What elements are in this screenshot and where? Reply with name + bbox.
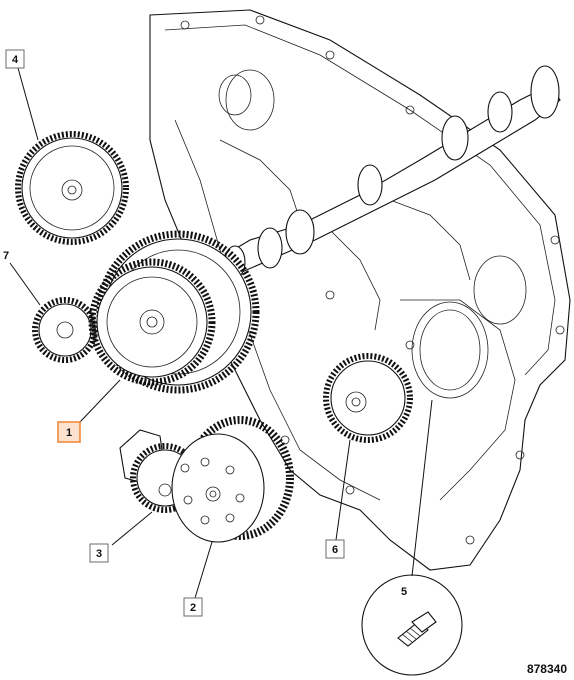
camshaft (224, 65, 561, 279)
svg-text:3: 3 (96, 548, 102, 560)
svg-text:4: 4 (12, 54, 19, 66)
callout-4: 4 (5, 49, 25, 69)
callout-2: 2 (183, 597, 203, 617)
callout-6: 6 (325, 539, 345, 559)
callout-3: 3 (89, 543, 109, 563)
leader-lines (9, 67, 433, 599)
gear-4-large-upper (15, 131, 129, 245)
drawing-id: 878340 (527, 662, 567, 676)
gear-1-main-timing (88, 258, 216, 386)
callout-7: 7 (3, 250, 9, 262)
svg-text:1: 1 (66, 427, 72, 439)
gear-2-crank (171, 416, 294, 543)
svg-text:7: 7 (3, 250, 9, 262)
svg-text:6: 6 (332, 544, 338, 556)
svg-text:5: 5 (401, 586, 407, 598)
gear-7-small-idler (32, 297, 98, 363)
callout-5: 5 (401, 586, 407, 598)
svg-text:2: 2 (190, 602, 196, 614)
gear-6-idler (323, 353, 413, 443)
callout-1: 1 (57, 421, 81, 443)
bolt-detail-inset (361, 574, 463, 676)
